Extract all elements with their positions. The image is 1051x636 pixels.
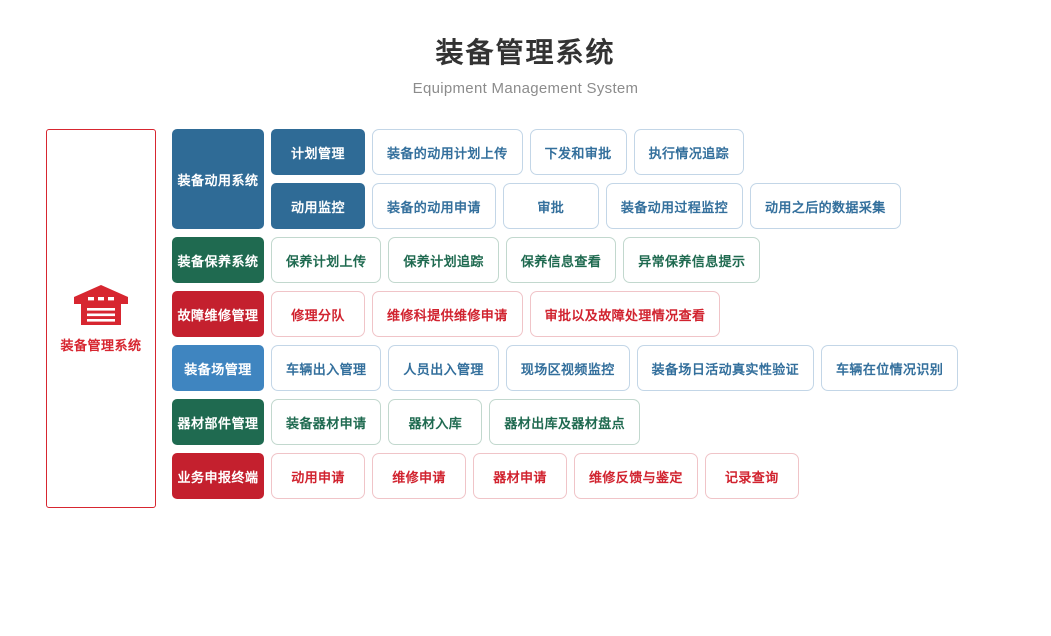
- feature-chip[interactable]: 器材申请: [473, 453, 567, 499]
- feature-chip[interactable]: 异常保养信息提示: [623, 237, 761, 283]
- feature-chip[interactable]: 维修反馈与鉴定: [574, 453, 698, 499]
- feature-chip[interactable]: 人员出入管理: [388, 345, 499, 391]
- feature-chip[interactable]: 器材出库及器材盘点: [489, 399, 641, 445]
- category-block-equipment-dispatch[interactable]: 装备动用系统: [172, 129, 264, 229]
- feature-chip[interactable]: 装备动用过程监控: [605, 183, 744, 229]
- feature-chip[interactable]: 维修科提供维修申请: [372, 291, 523, 337]
- feature-chip[interactable]: 保养信息查看: [505, 237, 617, 283]
- feature-chip[interactable]: 修理分队: [271, 291, 365, 337]
- feature-chip[interactable]: 现场区视频监控: [505, 345, 630, 391]
- module-row-service-terminal: 业务申报终端 动用申请 维修申请 器材申请 维修反馈与鉴定 记录查询: [172, 453, 958, 499]
- warehouse-icon: [73, 284, 129, 331]
- module-row-fault-repair: 故障维修管理 修理分队 维修科提供维修申请 审批以及故障处理情况查看: [172, 291, 958, 337]
- feature-chip[interactable]: 器材入库: [388, 399, 483, 445]
- feature-chip[interactable]: 维修申请: [372, 453, 466, 499]
- feature-chip[interactable]: 记录查询: [704, 453, 799, 499]
- subgroup-plan-management: 计划管理 装备的动用计划上传 下发和审批 执行情况追踪: [271, 129, 901, 175]
- feature-chip[interactable]: 审批以及故障处理情况查看: [529, 291, 721, 337]
- feature-chip[interactable]: 动用之后的数据采集: [750, 183, 901, 229]
- subcategory-block-plan-management[interactable]: 计划管理: [271, 129, 365, 175]
- feature-chip[interactable]: 装备场日活动真实性验证: [636, 345, 815, 391]
- module-row-maintenance: 装备保养系统 保养计划上传 保养计划追踪 保养信息查看 异常保养信息提示: [172, 237, 958, 283]
- feature-chip[interactable]: 动用申请: [271, 453, 365, 499]
- feature-chip[interactable]: 装备的动用申请: [372, 183, 496, 229]
- module-rows: 装备动用系统 计划管理 装备的动用计划上传 下发和审批 执行情况追踪 动用监控 …: [172, 129, 959, 499]
- subcategory-block-dispatch-monitoring[interactable]: 动用监控: [271, 183, 365, 229]
- category-block-service-terminal[interactable]: 业务申报终端: [172, 453, 264, 499]
- module-row-equipment-dispatch: 装备动用系统 计划管理 装备的动用计划上传 下发和审批 执行情况追踪 动用监控 …: [172, 129, 958, 229]
- page-header: 装备管理系统 Equipment Management System: [0, 36, 1051, 98]
- page-title: 装备管理系统: [435, 37, 616, 68]
- page-subtitle: Equipment Management System: [412, 80, 639, 97]
- feature-chip[interactable]: 执行情况追踪: [633, 129, 745, 175]
- module-row-parts-management: 器材部件管理 装备器材申请 器材入库 器材出库及器材盘点: [172, 399, 958, 445]
- feature-chip[interactable]: 装备的动用计划上传: [372, 129, 523, 175]
- subgroup-dispatch-monitoring: 动用监控 装备的动用申请 审批 装备动用过程监控 动用之后的数据采集: [271, 183, 901, 229]
- feature-chip[interactable]: 保养计划上传: [271, 237, 382, 283]
- architecture-board: 装备管理系统 装备动用系统 计划管理 装备的动用计划上传 下发和审批 执行情况追…: [46, 129, 959, 508]
- module-row-depot-management: 装备场管理 车辆出入管理 人员出入管理 现场区视频监控 装备场日活动真实性验证 …: [172, 345, 959, 391]
- category-block-maintenance[interactable]: 装备保养系统: [172, 237, 264, 283]
- category-block-parts-management[interactable]: 器材部件管理: [172, 399, 264, 445]
- subgroup-stack: 计划管理 装备的动用计划上传 下发和审批 执行情况追踪 动用监控 装备的动用申请…: [271, 129, 901, 229]
- category-block-depot-management[interactable]: 装备场管理: [172, 345, 264, 391]
- feature-chip[interactable]: 车辆出入管理: [271, 345, 382, 391]
- feature-chip[interactable]: 装备器材申请: [271, 399, 382, 445]
- system-overview-label: 装备管理系统: [60, 337, 142, 353]
- feature-chip[interactable]: 车辆在位情况识别: [821, 345, 959, 391]
- system-overview-panel[interactable]: 装备管理系统: [46, 129, 156, 508]
- feature-chip[interactable]: 保养计划追踪: [388, 237, 499, 283]
- feature-chip[interactable]: 下发和审批: [529, 129, 627, 175]
- category-block-fault-repair[interactable]: 故障维修管理: [172, 291, 264, 337]
- feature-chip[interactable]: 审批: [502, 183, 599, 229]
